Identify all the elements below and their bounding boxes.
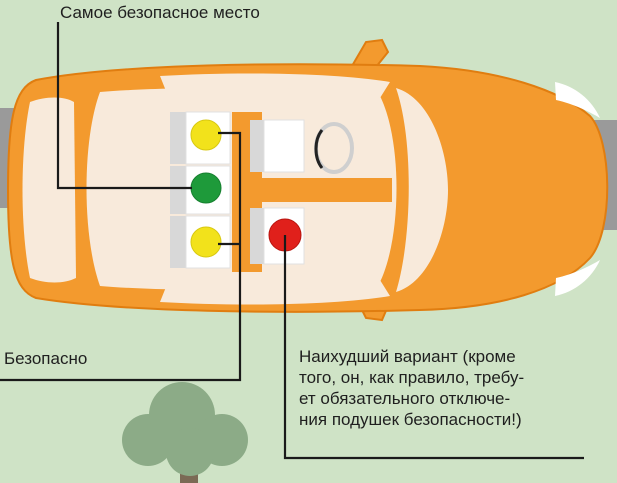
- rear-seat-left-back: [170, 112, 186, 164]
- leader-safest: [56, 22, 192, 190]
- driver-seat-back: [250, 120, 264, 172]
- windshield: [396, 88, 448, 292]
- headlight-bottom: [555, 260, 600, 296]
- leader-worst: [283, 235, 584, 460]
- label-worst-line-2: того, он, как правило, требу-: [299, 368, 525, 387]
- driver-seat-base: [263, 119, 305, 173]
- marker-safe-rear-left: [190, 119, 222, 151]
- headlight-top: [555, 82, 600, 118]
- label-safe: Безопасно: [4, 349, 88, 368]
- tree: [122, 382, 248, 483]
- dashboard: [262, 178, 392, 202]
- leader-lines: [0, 22, 584, 460]
- tree-crown-4: [166, 428, 214, 476]
- label-worst-line-1: Наихудший вариант (кроме: [299, 347, 516, 366]
- rear-seat-middle-back: [170, 166, 186, 214]
- passenger-seat-back: [250, 208, 264, 264]
- rear-window: [22, 97, 76, 283]
- rear-seat-right-back: [170, 216, 186, 268]
- marker-safe-rear-right: [190, 226, 222, 258]
- leader-safe: [0, 131, 242, 382]
- label-safest-place: Самое безопасное место: [60, 3, 260, 22]
- label-worst-line-3: ет обязательного отключе-: [299, 389, 511, 408]
- steering-wheel-grip: [314, 129, 324, 169]
- car: [6, 38, 609, 322]
- marker-safest-rear-middle: [190, 172, 222, 204]
- label-worst-line-4: ния подушек безопасности!): [299, 410, 522, 429]
- label-worst-option: Наихудший вариант (кроме того, он, как п…: [299, 346, 599, 430]
